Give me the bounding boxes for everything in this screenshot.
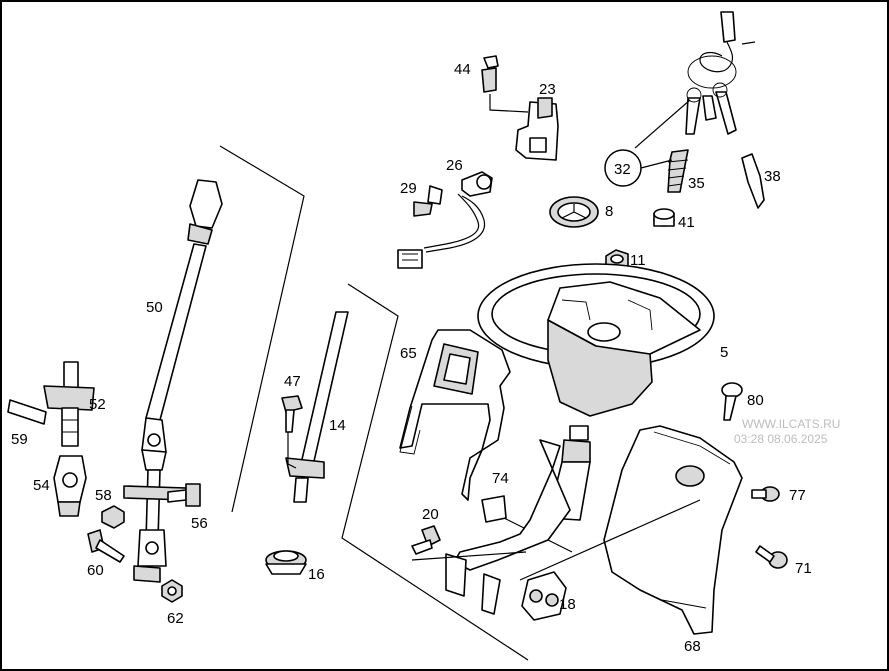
callout-16: 16 [308,566,325,583]
callout-44: 44 [454,61,471,78]
callout-56: 56 [191,515,208,532]
callout-65: 65 [400,345,417,362]
callout-26: 26 [446,157,463,174]
steering-column-tube [411,425,591,615]
callout-68: 68 [684,638,701,655]
callout-77: 77 [789,487,806,504]
callout-5: 5 [720,344,728,361]
callout-58: 58 [95,487,112,504]
ignition-key-set [604,11,756,187]
lock-mechanism-18 [521,571,567,621]
callout-54: 54 [33,477,50,494]
inner-shaft-14 [285,311,349,503]
callout-50: 50 [146,299,163,316]
callout-35: 35 [688,175,705,192]
callout-labels: 44 23 32 35 38 26 29 8 41 11 50 65 5 47 … [11,61,812,655]
watermark-site: WWW.ILCATS.RU [742,417,840,431]
bearing-16 [265,550,307,575]
emblem-8 [549,196,599,228]
screw-80 [721,382,743,421]
callout-60: 60 [87,562,104,579]
callout-41: 41 [678,214,695,231]
coupling-52 [43,361,95,447]
callout-29: 29 [400,180,417,197]
callout-52: 52 [89,396,106,413]
watermark-timestamp: 03:28 08.06.2025 [734,432,828,446]
spring-35 [640,149,689,193]
assembly-bracket-14 [341,283,529,661]
callout-32: 32 [614,161,631,178]
callout-80: 80 [747,392,764,409]
callout-62: 62 [167,610,184,627]
ignition-lock-23 [515,97,559,161]
callout-38: 38 [764,168,781,185]
callout-71: 71 [795,560,812,577]
callout-18: 18 [559,596,576,613]
screw-29 [413,185,443,217]
callout-59: 59 [11,431,28,448]
switch-26 [397,171,493,269]
watermark: WWW.ILCATS.RU 03:28 08.06.2025 [734,417,840,446]
key-blank-38 [741,153,765,209]
callout-11: 11 [630,252,646,269]
bolt-60 [87,529,125,563]
universal-joint-54 [53,455,87,517]
screw-44 [481,55,529,113]
screw-47 [281,395,303,469]
callout-14: 14 [329,417,346,434]
nut-58 [101,505,125,529]
cap-41 [653,208,675,227]
steering-wheel-5 [477,263,715,417]
callout-23: 23 [539,81,556,98]
plate-59 [7,399,47,425]
callout-47: 47 [284,373,301,390]
lower-cover-68 [519,425,743,635]
assembly-bracket-50 [219,145,305,513]
callout-20: 20 [422,506,439,523]
nut-62 [161,579,183,603]
screw-20 [411,525,441,555]
callout-8: 8 [605,203,613,220]
screw-71 [755,545,788,569]
bolt-56 [167,483,201,507]
intermediate-shaft-50 [123,179,223,583]
screw-77 [751,486,780,502]
column-shroud-65 [399,329,511,501]
callout-74: 74 [492,470,509,487]
